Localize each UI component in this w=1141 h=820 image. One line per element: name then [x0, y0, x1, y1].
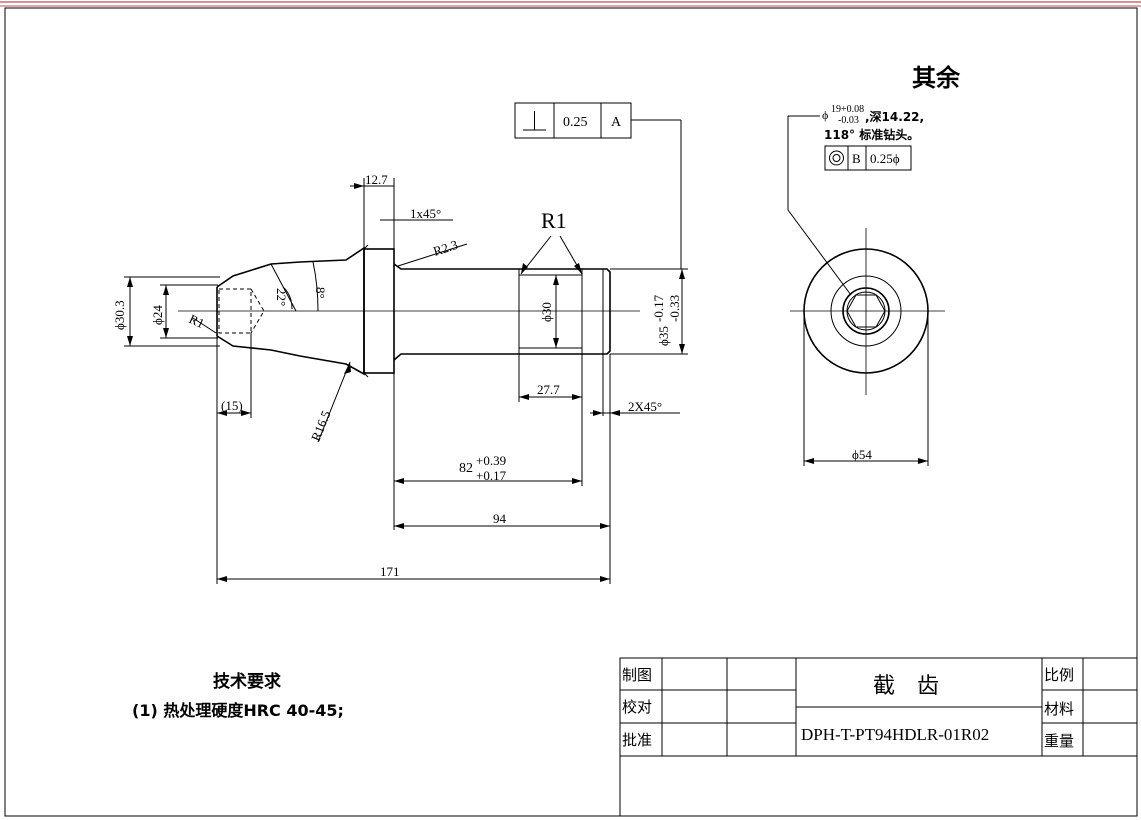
dim-2x45: 2X45°: [628, 399, 662, 414]
tb-check: 校对: [622, 698, 652, 716]
tb-material: 材料: [1044, 700, 1074, 718]
technical-requirements: 技术要求 (1) 热处理硬度HRC 40-45;: [132, 671, 344, 720]
shank-outline: [393, 263, 611, 361]
hole-leader-2: [787, 209, 852, 296]
leader-r1-tip: [192, 317, 217, 334]
dim-82-tol-lower: +0.17: [476, 468, 507, 483]
dim-171: 171: [380, 564, 400, 579]
groove: [518, 274, 583, 349]
dim-d30: ϕ30: [539, 302, 554, 322]
tb-weight: 重量: [1044, 732, 1074, 750]
leader-r16-5: [317, 361, 351, 443]
dim-angle-8: 8°: [313, 287, 328, 299]
rest-label: 其余: [912, 64, 961, 92]
tb-draw: 制图: [622, 666, 652, 684]
dim-d24: ϕ24: [150, 305, 165, 325]
perpendicular-icon: [523, 111, 546, 131]
dim-d35-tol-upper: -0.17: [651, 294, 666, 322]
hole-circle-outer: [842, 287, 890, 335]
dim-27-7: 27.7: [537, 382, 560, 397]
hidden-insert: [218, 288, 252, 334]
arrow: [344, 362, 351, 374]
fcf-conc-tolerance: 0.25ϕ: [870, 151, 900, 166]
dim-d35-tol-lower: -0.33: [667, 295, 682, 322]
dim-12-7: 12.7: [365, 172, 388, 187]
dim-94: 94: [493, 511, 507, 526]
dim-r16-5: R16.5: [308, 408, 334, 443]
dim-r2-3: R2.3: [431, 237, 459, 259]
fcf-conc-datum: B: [852, 151, 861, 166]
fcf-perp-datum: A: [611, 115, 622, 130]
dim-d30-3: ϕ30.3: [112, 300, 127, 330]
flange: [363, 248, 395, 374]
concentricity-icon: [829, 150, 844, 166]
hole-note-depth: ,深14.22,: [865, 109, 924, 124]
side-view: 其余 ϕ 19+0.08 -0.03 ,深14.22, 118° 标准钻头。 B…: [787, 64, 961, 466]
arrow: [804, 458, 814, 464]
dim-82-tol-upper: +0.39: [476, 453, 506, 468]
tb-part-name: 截 齿: [873, 674, 939, 699]
hidden-insert-tip: [250, 288, 265, 334]
tb-drawing-no: DPH-T-PT94HDLR-01R02: [801, 725, 989, 744]
arrowheads: [127, 183, 685, 582]
dim-d35: ϕ35: [656, 326, 671, 346]
hole-note-lower: -0.03: [838, 115, 859, 126]
arrow: [918, 458, 928, 464]
mid-circle: [830, 275, 902, 347]
dim-15: (15): [221, 398, 243, 413]
flange-chamfer-top: [363, 244, 369, 250]
hole-note-prefix: ϕ: [822, 108, 828, 122]
title-block: 制图 校对 批准 截 齿 DPH-T-PT94HDLR-01R02 比例 材料 …: [619, 657, 1138, 817]
dim-angle-22: 22°: [274, 288, 289, 306]
flange-chamfer-bottom: [363, 372, 369, 378]
tech-req-item-1: (1) 热处理硬度HRC 40-45;: [132, 701, 344, 720]
angle-arc-8: [312, 261, 319, 312]
tech-req-title: 技术要求: [213, 671, 281, 692]
front-view: [178, 244, 640, 378]
tb-scale: 比例: [1044, 666, 1074, 684]
dim-1x45: 1x45°: [410, 206, 441, 221]
fcf-perpendicularity: 0.25 A: [514, 102, 682, 269]
fcf-concentricity: B 0.25ϕ: [824, 145, 912, 171]
angle-arc-22: [282, 286, 293, 310]
dim-r1-groove: R1: [541, 208, 567, 233]
dim-82: 82: [459, 461, 473, 476]
drawing-frame: [4, 7, 1138, 817]
leader-r2-3: [397, 243, 468, 267]
hole-hex: [846, 294, 886, 328]
front-dimensions: ϕ30.3 ϕ24 R1 (15) 22° 8° R16.5 12.7 1x45: [112, 102, 688, 584]
dim-r1-tip: R1: [187, 311, 207, 331]
hole-note-line2: 118° 标准钻头。: [824, 127, 919, 142]
fcf-perp-tolerance: 0.25: [563, 115, 588, 130]
hole-note-upper: 19+0.08: [831, 104, 864, 115]
tb-approve: 批准: [622, 731, 652, 749]
dim-d54: ϕ54: [852, 447, 872, 462]
